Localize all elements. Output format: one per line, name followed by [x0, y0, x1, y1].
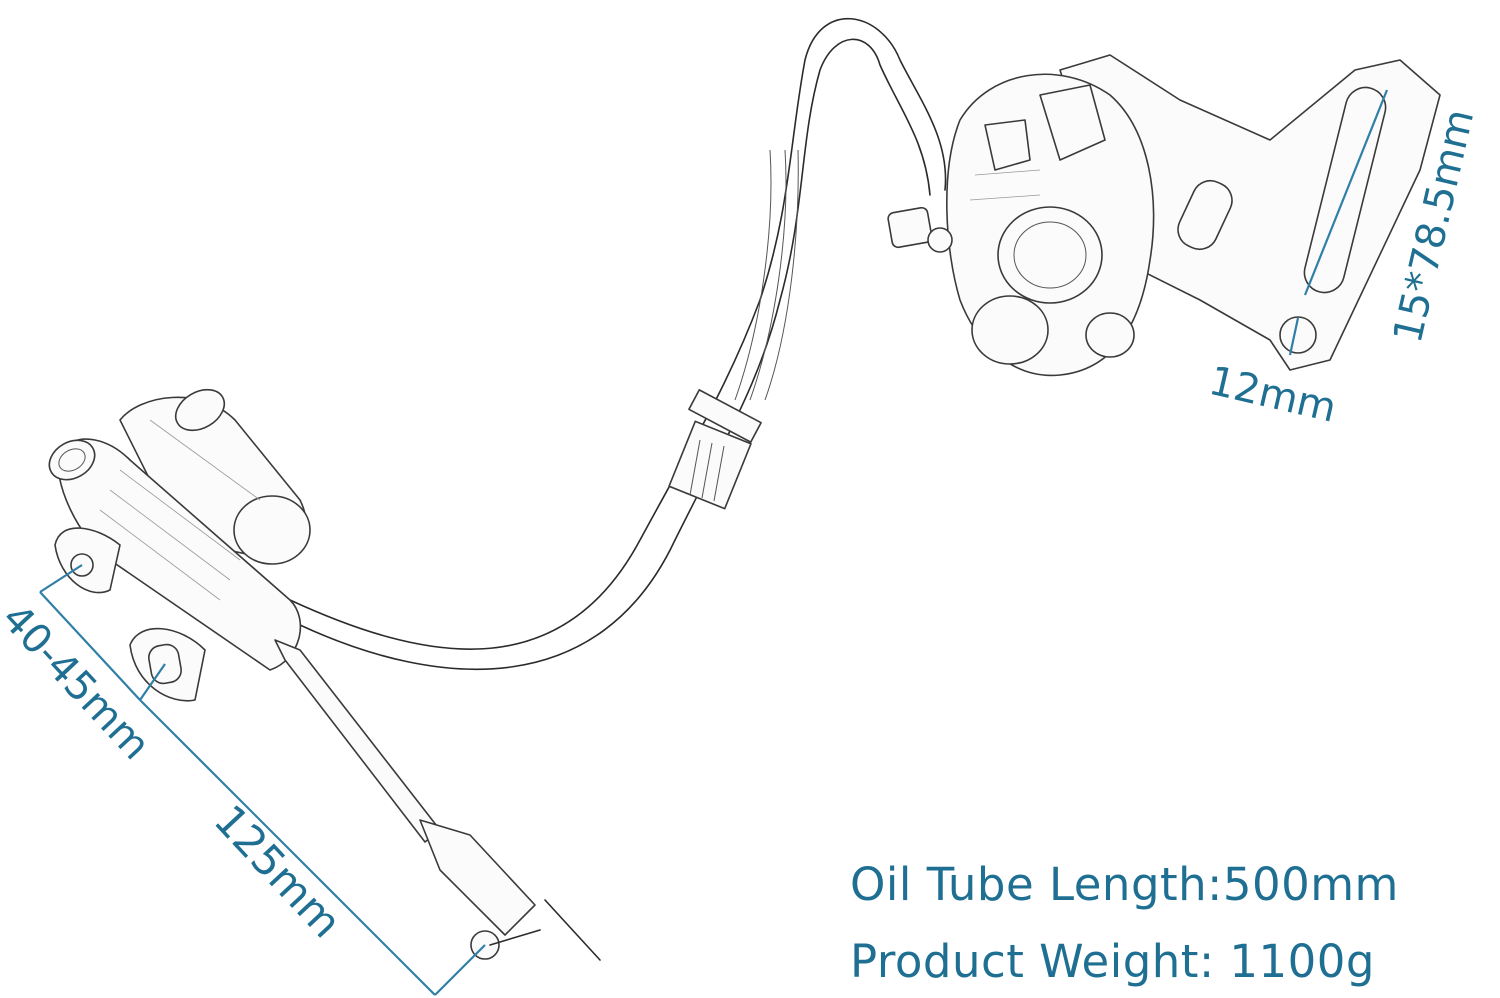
brake-caliper	[887, 54, 1441, 377]
oil-tube-length-text: Oil Tube Length:500mm	[850, 858, 1399, 911]
product-weight-text: Product Weight: 1100g	[850, 935, 1375, 988]
hole-diameter-label: 12mm	[1205, 358, 1341, 432]
master-cylinder	[48, 388, 601, 961]
rod-length-label: 125mm	[205, 795, 351, 947]
mount-spacing-label: 40-45mm	[0, 595, 159, 768]
oil-tube	[289, 17, 947, 670]
